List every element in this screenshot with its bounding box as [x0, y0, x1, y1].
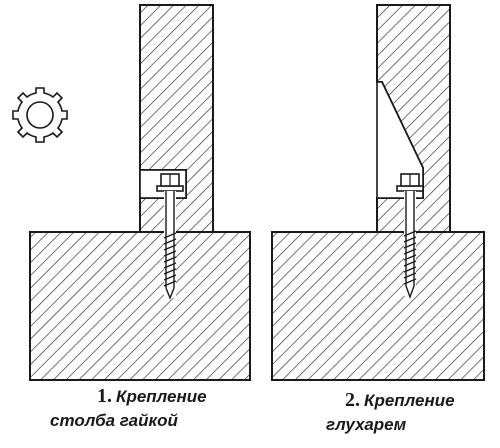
caption-2-number: 2.: [345, 389, 360, 411]
stud-1: [163, 191, 177, 300]
lag-screw-2: [403, 191, 417, 300]
base-beam-2: [271, 231, 485, 381]
caption-method-2: 2.Крепление: [345, 390, 455, 411]
caption-method-2-line2: глухарем: [326, 415, 407, 434]
caption-1-line1: Крепление: [116, 387, 207, 406]
caption-2-line1: Крепление: [364, 391, 455, 410]
caption-method-1: 1.Крепление: [97, 386, 207, 407]
method-1-assembly: [29, 4, 251, 381]
washer-icon: [12, 87, 68, 143]
method-2-assembly: [271, 4, 485, 381]
notch-2: [376, 81, 424, 199]
caption-1-number: 1.: [97, 385, 112, 407]
base-beam-1: [29, 231, 251, 381]
caption-method-1-line2: столба гайкой: [50, 411, 178, 430]
